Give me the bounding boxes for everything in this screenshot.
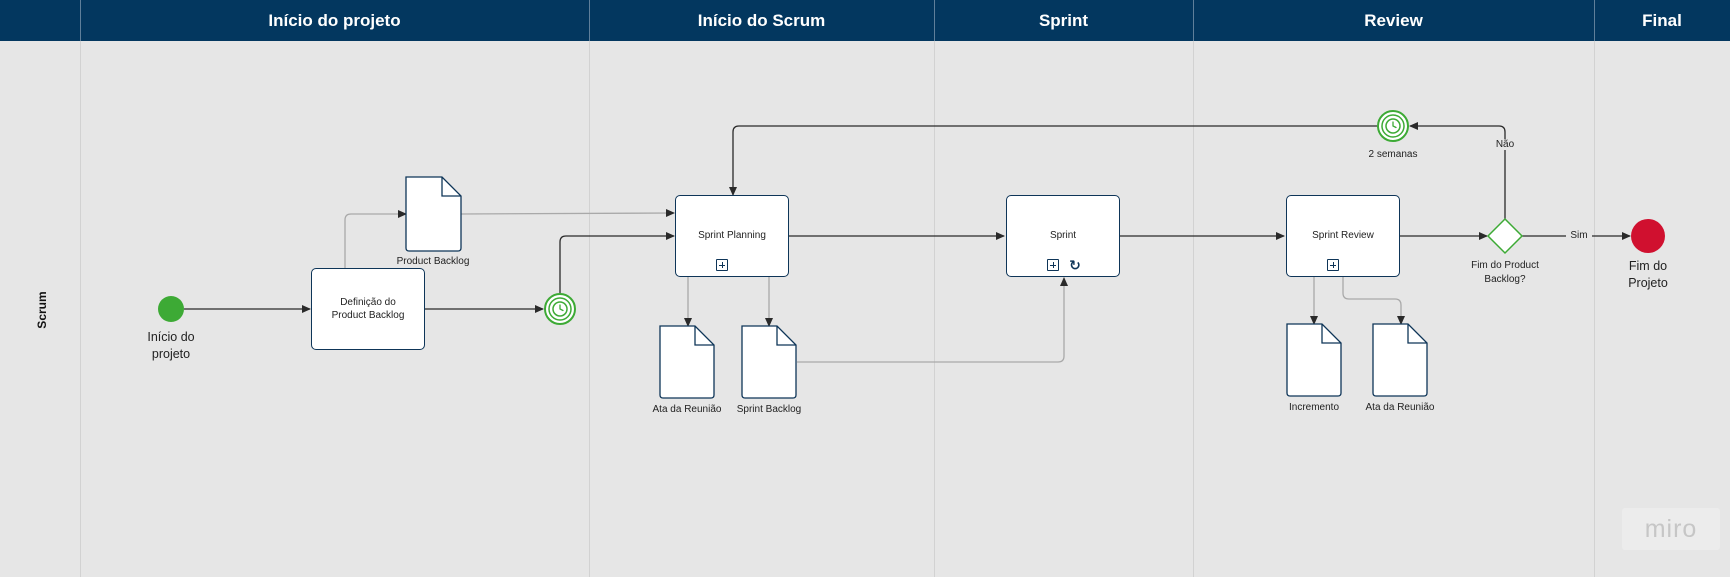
task-label: Definição do Product Backlog [331,296,405,322]
phase-header [0,0,1730,41]
document-label-incremento: Incremento [1288,402,1340,413]
start-event-label: Início do projeto [147,330,195,361]
task-sprint-review[interactable]: Sprint Review [1286,195,1400,277]
document-ata-review-icon [1372,323,1428,397]
gateway-no-label: Não [1490,139,1520,150]
sequence-flow-timer-to-planning-loop [729,125,1377,196]
loop-icon: ↻ [1069,257,1081,273]
gateway-label: Fim do Product Backlog? [1471,260,1539,285]
task-sprint-planning[interactable]: Sprint Planning [675,195,789,277]
column-separator [80,0,81,577]
phase-title-inicio-scrum: Início do Scrum [697,11,826,30]
document-ata-planning-icon [659,325,715,399]
association-review-to-ata [1342,277,1405,325]
document-product-backlog-icon [405,176,462,252]
column-separator [589,0,590,577]
document-label-sprint-backlog: Sprint Backlog [736,404,802,415]
header-separator [1594,0,1595,41]
phase-title-inicio-projeto: Início do projeto [268,11,401,30]
phase-title-review: Review [1364,11,1423,30]
phase-title-final: Final [1642,11,1682,30]
miro-logo: miro [1622,508,1720,550]
end-event-label: Fim do Projeto [1628,259,1668,290]
timer-event-2-semanas-icon [1377,110,1409,142]
task-definicao-product-backlog[interactable]: Definição do Product Backlog [311,268,425,350]
column-separator [934,0,935,577]
gateway-diamond [1486,217,1524,255]
association-definicao-to-product-backlog [344,210,407,268]
gateway-yes-label: Sim [1566,230,1592,241]
header-separator [589,0,590,41]
task-label: Sprint Planning [698,230,766,242]
task-sprint[interactable]: Sprint [1006,195,1120,277]
task-label: Sprint [1049,230,1077,242]
end-event [1631,219,1665,253]
phase-title-sprint: Sprint [1038,11,1089,30]
document-label-ata-review: Ata da Reunião [1365,402,1435,413]
sequence-flow-gateway-no-to-timer [1409,122,1506,219]
document-incremento-icon [1286,323,1342,397]
subprocess-expand-icon[interactable] [1327,259,1339,271]
subprocess-expand-icon[interactable] [716,259,728,271]
sequence-flow-timer-to-planning [559,232,675,293]
association-product-backlog-to-planning [460,209,675,218]
column-separator [1193,0,1194,577]
document-label-ata-planning: Ata da Reunião [652,404,722,415]
document-label-product-backlog: Product Backlog [396,256,470,267]
timer-label: 2 semanas [1368,149,1418,160]
header-separator [1193,0,1194,41]
association-sprint-backlog-to-sprint [797,277,1068,363]
document-sprint-backlog-icon [741,325,797,399]
timer-event-icon [544,293,576,325]
column-separator [1594,0,1595,577]
header-separator [934,0,935,41]
start-event [158,296,184,322]
subprocess-expand-icon[interactable] [1047,259,1059,271]
task-label: Sprint Review [1312,230,1374,242]
header-separator [80,0,81,41]
